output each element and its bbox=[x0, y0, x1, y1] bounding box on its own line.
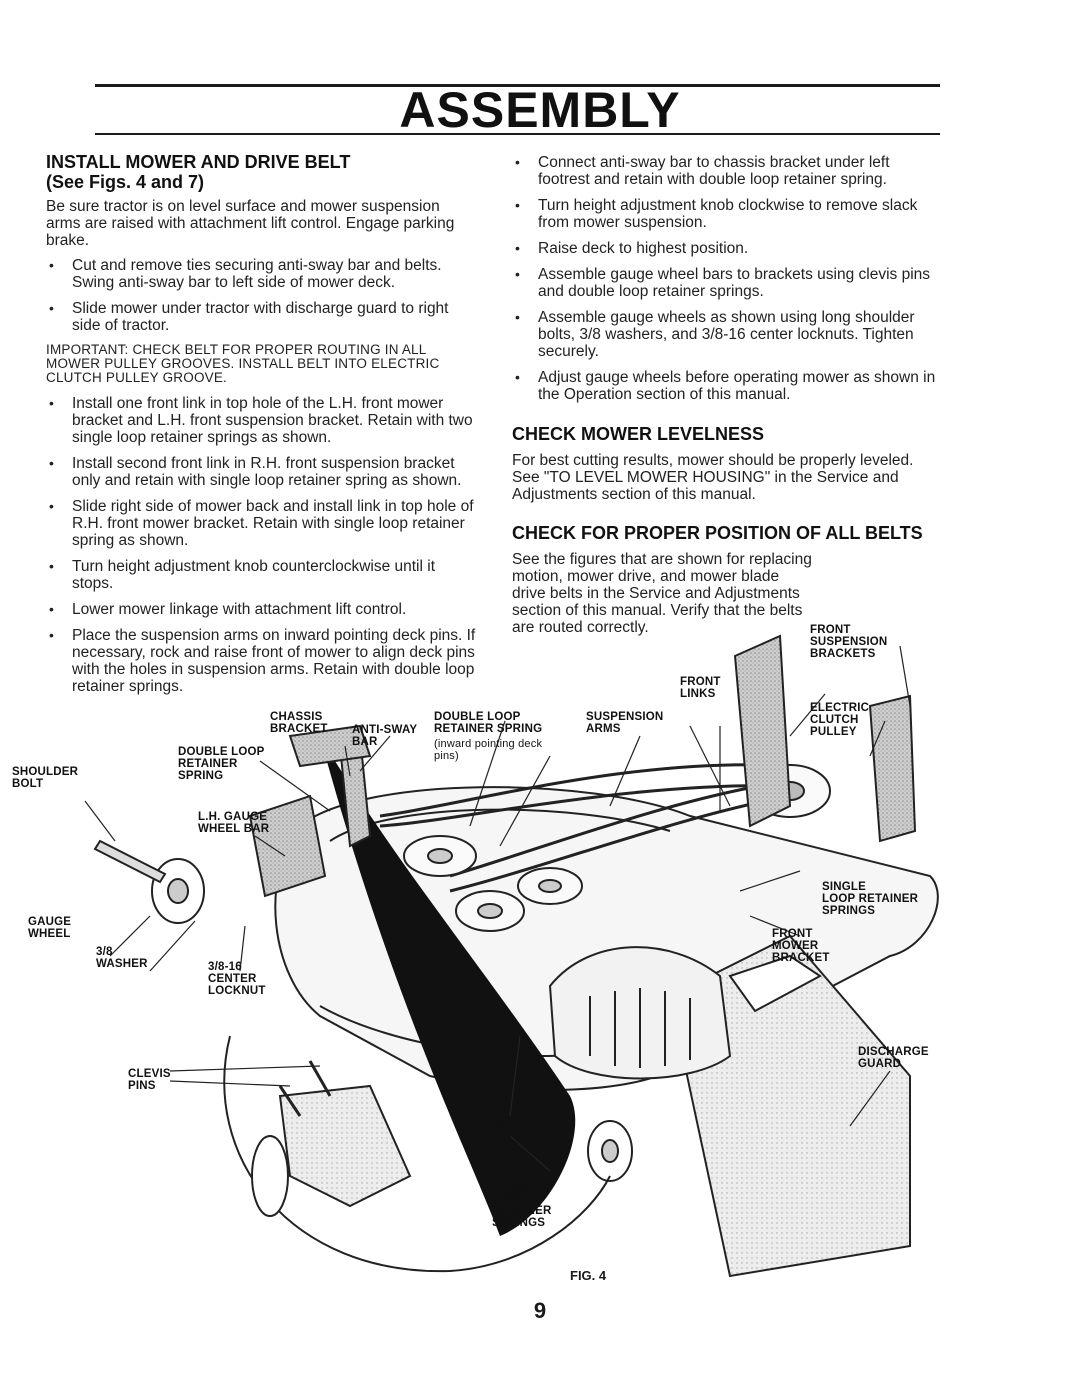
list-item: Assemble gauge wheel bars to brackets us… bbox=[512, 266, 942, 300]
shoulder-bolt bbox=[93, 839, 167, 884]
label-suspension-arms: SUSPENSION ARMS bbox=[586, 711, 664, 735]
list-item: Slide right side of mower back and insta… bbox=[46, 498, 478, 549]
figure-caption: FIG. 4 bbox=[570, 1268, 607, 1283]
label-idler-pulley: IDLER PULLEY bbox=[492, 1121, 539, 1145]
label-center-locknut: 3/8-16 CENTER LOCKNUT bbox=[208, 961, 266, 997]
bullet-list-2: Install one front link in top hole of th… bbox=[46, 395, 478, 695]
clevis-pin-detail bbox=[223, 1035, 611, 1273]
page-title: ASSEMBLY bbox=[399, 82, 681, 138]
left-column: INSTALL MOWER AND DRIVE BELT (See Figs. … bbox=[46, 152, 478, 704]
discharge-guard bbox=[668, 934, 911, 1278]
list-item: Slide mower under tractor with discharge… bbox=[46, 300, 478, 334]
pulleys bbox=[403, 764, 831, 932]
header-rule-top bbox=[95, 84, 940, 87]
drive-belts bbox=[379, 763, 791, 893]
label-front-suspension-brackets: FRONT SUSPENSION BRACKETS bbox=[810, 624, 888, 660]
list-item: Turn height adjustment knob clockwise to… bbox=[512, 197, 942, 231]
label-discharge-guard: DISCHARGE GUARD bbox=[858, 1046, 929, 1070]
label-chassis-bracket: CHASSIS BRACKET bbox=[270, 711, 328, 735]
label-double-loop-retainer-springs: DOUBLE LOOP RETAINER SPRINGS bbox=[492, 1181, 552, 1229]
label-shoulder-bolt: SHOULDER BOLT bbox=[12, 766, 79, 790]
intro-paragraph: Be sure tractor is on level surface and … bbox=[46, 198, 455, 249]
leader-lines bbox=[84, 645, 911, 1172]
list-item: Adjust gauge wheels before operating mow… bbox=[512, 369, 942, 403]
header-rule-bottom bbox=[95, 133, 940, 135]
list-item: Lower mower linkage with attachment lift… bbox=[46, 601, 478, 618]
list-item: Connect anti-sway bar to chassis bracket… bbox=[512, 154, 942, 188]
figure-4-illustration: FRONT SUSPENSION BRACKETS FRONT LINKS EL… bbox=[12, 616, 1060, 1286]
label-clevis-pins: CLEVIS PINS bbox=[128, 1068, 171, 1092]
levelness-paragraph: For best cutting results, mower should b… bbox=[512, 452, 914, 503]
mower-assembly-drawing bbox=[84, 634, 939, 1278]
right-column: Connect anti-sway bar to chassis bracket… bbox=[512, 154, 942, 644]
label-anti-sway-bar: ANTI-SWAY BAR bbox=[352, 724, 418, 748]
important-note: IMPORTANT: CHECK BELT FOR PROPER ROUTING… bbox=[46, 342, 440, 385]
page-number: 9 bbox=[533, 1298, 547, 1323]
bullet-list-right: Connect anti-sway bar to chassis bracket… bbox=[512, 154, 942, 403]
label-inward-pins: (inward pointing deck pins) bbox=[434, 738, 543, 762]
list-item: Assemble gauge wheels as shown using lon… bbox=[512, 309, 942, 360]
dark-shadow-wedge bbox=[320, 736, 576, 1236]
label-front-links: FRONT LINKS bbox=[680, 676, 721, 700]
gauge-wheel bbox=[151, 858, 205, 924]
label-front-mower-bracket: FRONT MOWER BRACKET bbox=[772, 928, 830, 964]
front-wheel bbox=[587, 1120, 633, 1182]
label-washer: 3/8 WASHER bbox=[96, 946, 148, 970]
section-heading-install-mower: INSTALL MOWER AND DRIVE BELT bbox=[46, 152, 351, 172]
label-single-loop-retainer-springs: SINGLE LOOP RETAINER SPRINGS bbox=[822, 881, 919, 917]
list-item: Install second front link in R.H. front … bbox=[46, 455, 478, 489]
list-item: Turn height adjustment knob counterclock… bbox=[46, 558, 478, 592]
list-item: Raise deck to highest position. bbox=[512, 240, 942, 257]
belt-position-paragraph: See the figures that are shown for repla… bbox=[512, 551, 812, 636]
list-item: Install one front link in top hole of th… bbox=[46, 395, 478, 446]
front-suspension-brackets bbox=[338, 634, 917, 848]
chassis-bracket bbox=[288, 724, 372, 768]
section-subheading-figs: (See Figs. 4 and 7) bbox=[46, 172, 205, 192]
section-heading-levelness: CHECK MOWER LEVELNESS bbox=[512, 424, 765, 444]
label-electric-clutch-pulley: ELECTRIC CLUTCH PULLEY bbox=[810, 702, 870, 738]
list-item: Place the suspension arms on inward poin… bbox=[46, 627, 478, 695]
bullet-list-1: Cut and remove ties securing anti-sway b… bbox=[46, 257, 478, 334]
label-gauge-wheel: GAUGE WHEEL bbox=[28, 916, 72, 940]
label-lh-gauge-wheel-bar: L.H. GAUGE WHEEL BAR bbox=[198, 811, 270, 835]
label-double-loop-retainer-spring-left: DOUBLE LOOP RETAINER SPRING bbox=[178, 746, 265, 782]
list-item: Cut and remove ties securing anti-sway b… bbox=[46, 257, 478, 291]
section-heading-belt-position: CHECK FOR PROPER POSITION OF ALL BELTS bbox=[512, 523, 923, 543]
label-double-loop-retainer-spring-top: DOUBLE LOOP RETAINER SPRING bbox=[434, 711, 543, 735]
lh-gauge-wheel-bar bbox=[248, 794, 327, 898]
mower-housing-motor bbox=[548, 946, 732, 1080]
